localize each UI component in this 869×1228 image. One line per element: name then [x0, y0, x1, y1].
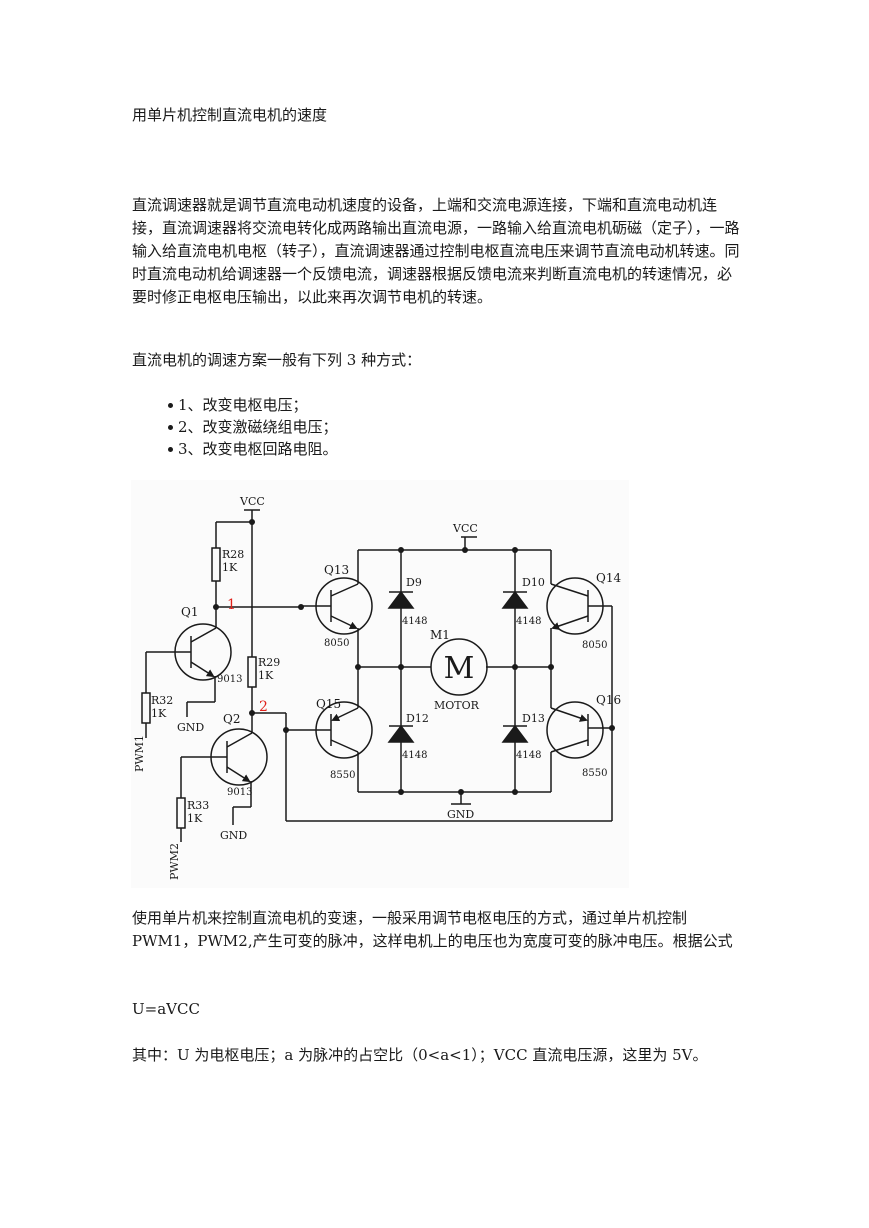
formula-explanation: 其中：U 为电枢电压；a 为脉冲的占空比（0<a<1）；VCC 直流电压源，这里… — [132, 1046, 708, 1064]
motor-ref-label: M1 — [430, 628, 450, 642]
pwm2-label: PWM2 — [168, 843, 181, 880]
d10-label: D10 — [522, 576, 545, 589]
q15-type: 8550 — [330, 770, 355, 781]
pwm-control-paragraph: 使用单片机来控制直流电机的变速，一般采用调节电枢电压的方式，通过单片机控制 PW… — [132, 909, 733, 950]
q1-type: 9013 — [217, 674, 242, 685]
intro-paragraph: 直流调速器就是调节直流电动机速度的设备，上端和交流电源连接，下端和直流电动机连接… — [132, 196, 740, 306]
gnd-q2-label: GND — [220, 829, 247, 842]
d9-type: 4148 — [402, 616, 427, 627]
page-title: 用单片机控制直流电机的速度 — [132, 106, 328, 124]
vcc-right-label: VCC — [452, 522, 478, 535]
q13-label: Q13 — [324, 563, 349, 577]
list-item: 2、改变激磁绕组电压； — [132, 416, 732, 438]
gnd-q1-label: GND — [177, 721, 204, 734]
list-item: 1、改变电枢电压； — [132, 394, 732, 416]
d12-type: 4148 — [402, 750, 427, 761]
node-mark-2: 2 — [259, 699, 268, 715]
r32-label: R32 — [151, 694, 173, 707]
r28-label: R28 — [222, 548, 244, 561]
q16-label: Q16 — [596, 693, 621, 707]
q2-label: Q2 — [223, 712, 240, 726]
d12-label: D12 — [406, 712, 429, 725]
r28-value: 1K — [222, 561, 238, 574]
q14-label: Q14 — [596, 571, 621, 585]
motor-symbol: M — [444, 651, 475, 686]
r33-value: 1K — [187, 812, 203, 825]
q16-type: 8550 — [582, 768, 607, 779]
bullet-icon — [168, 447, 173, 452]
methods-list: 1、改变电枢电压； 2、改变激磁绕组电压； 3、改变电枢回路电阻。 — [132, 394, 732, 460]
vcc-left-label: VCC — [239, 495, 265, 508]
methods-intro-paragraph: 直流电机的调速方案一般有下列 3 种方式： — [132, 351, 422, 369]
q13-type: 8050 — [324, 638, 349, 649]
node-mark-1: 1 — [227, 597, 236, 613]
pwm1-label: PWM1 — [133, 735, 146, 772]
gnd-bridge-label: GND — [447, 808, 474, 821]
motor-label: MOTOR — [434, 699, 480, 712]
d13-label: D13 — [522, 712, 545, 725]
q15-label: Q15 — [316, 697, 341, 711]
q1-label: Q1 — [181, 605, 198, 619]
d9-label: D9 — [406, 576, 422, 589]
r29-label: R29 — [258, 656, 280, 669]
r29-value: 1K — [258, 669, 274, 682]
r32-value: 1K — [151, 707, 167, 720]
h-bridge-circuit-diagram: VCC VCC R28 1K R29 1K R32 1K R33 1K Q1 9… — [131, 480, 629, 888]
bullet-icon — [168, 403, 173, 408]
bullet-icon — [168, 425, 173, 430]
d13-type: 4148 — [516, 750, 541, 761]
r33-label: R33 — [187, 799, 209, 812]
formula: U=aVCC — [132, 1000, 200, 1018]
q14-type: 8050 — [582, 640, 607, 651]
q2-type: 9013 — [227, 787, 252, 798]
d10-type: 4148 — [516, 616, 541, 627]
list-item: 3、改变电枢回路电阻。 — [132, 438, 732, 460]
